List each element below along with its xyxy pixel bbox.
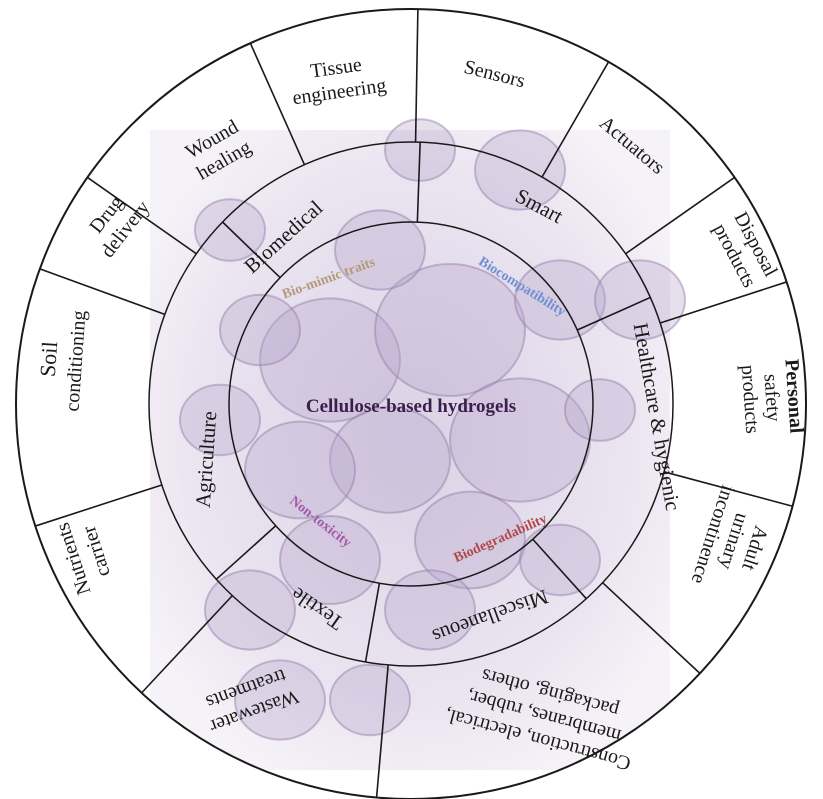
hydrogel-bubble bbox=[220, 295, 300, 365]
hydrogel-bubble bbox=[520, 525, 600, 595]
hydrogel-bubble bbox=[330, 665, 410, 735]
svg-text:Soil: Soil bbox=[35, 340, 62, 377]
hydrogel-bubble bbox=[565, 379, 635, 441]
center-title: Cellulose-based hydrogels bbox=[306, 396, 516, 417]
